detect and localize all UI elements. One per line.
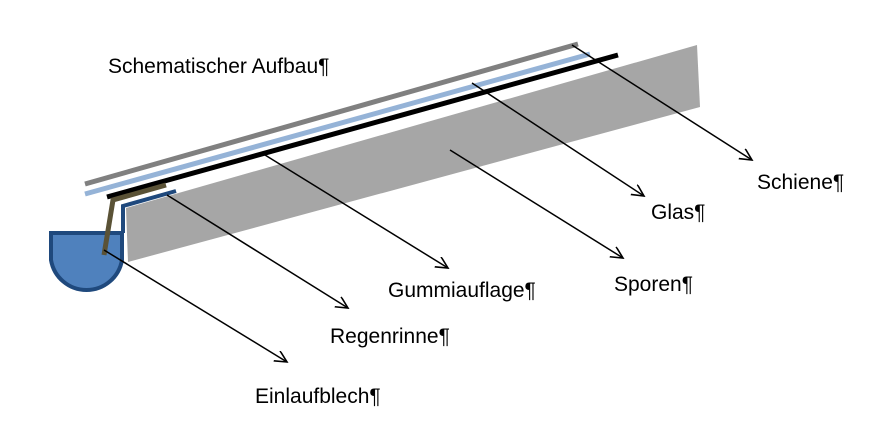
glas-pane <box>84 51 591 197</box>
label-sporen: Sporen¶ <box>614 273 693 296</box>
diagram-title: Schematischer Aufbau¶ <box>108 55 330 78</box>
regenrinne-gutter <box>49 231 124 292</box>
arrow-einlaufblech <box>103 249 287 362</box>
label-regenrinne: Regenrinne¶ <box>330 325 450 348</box>
arrow-schiene <box>571 44 752 160</box>
label-gummiauflage: Gummiauflage¶ <box>388 279 536 302</box>
label-einlaufblech: Einlaufblech¶ <box>255 385 381 408</box>
einlaufblech-sheet <box>101 182 167 256</box>
arrow-gummiauflage <box>264 154 448 268</box>
label-glas: Glas¶ <box>651 201 706 224</box>
sporen-beam <box>126 45 700 262</box>
arrow-glas <box>471 82 644 196</box>
arrow-sporen <box>449 149 623 258</box>
regenrinne-flashing <box>121 189 177 233</box>
schiene-rail <box>84 41 579 187</box>
arrow-regenrinne <box>166 194 348 308</box>
label-schiene: Schiene¶ <box>757 171 845 194</box>
gummiauflage-strip <box>106 52 619 200</box>
